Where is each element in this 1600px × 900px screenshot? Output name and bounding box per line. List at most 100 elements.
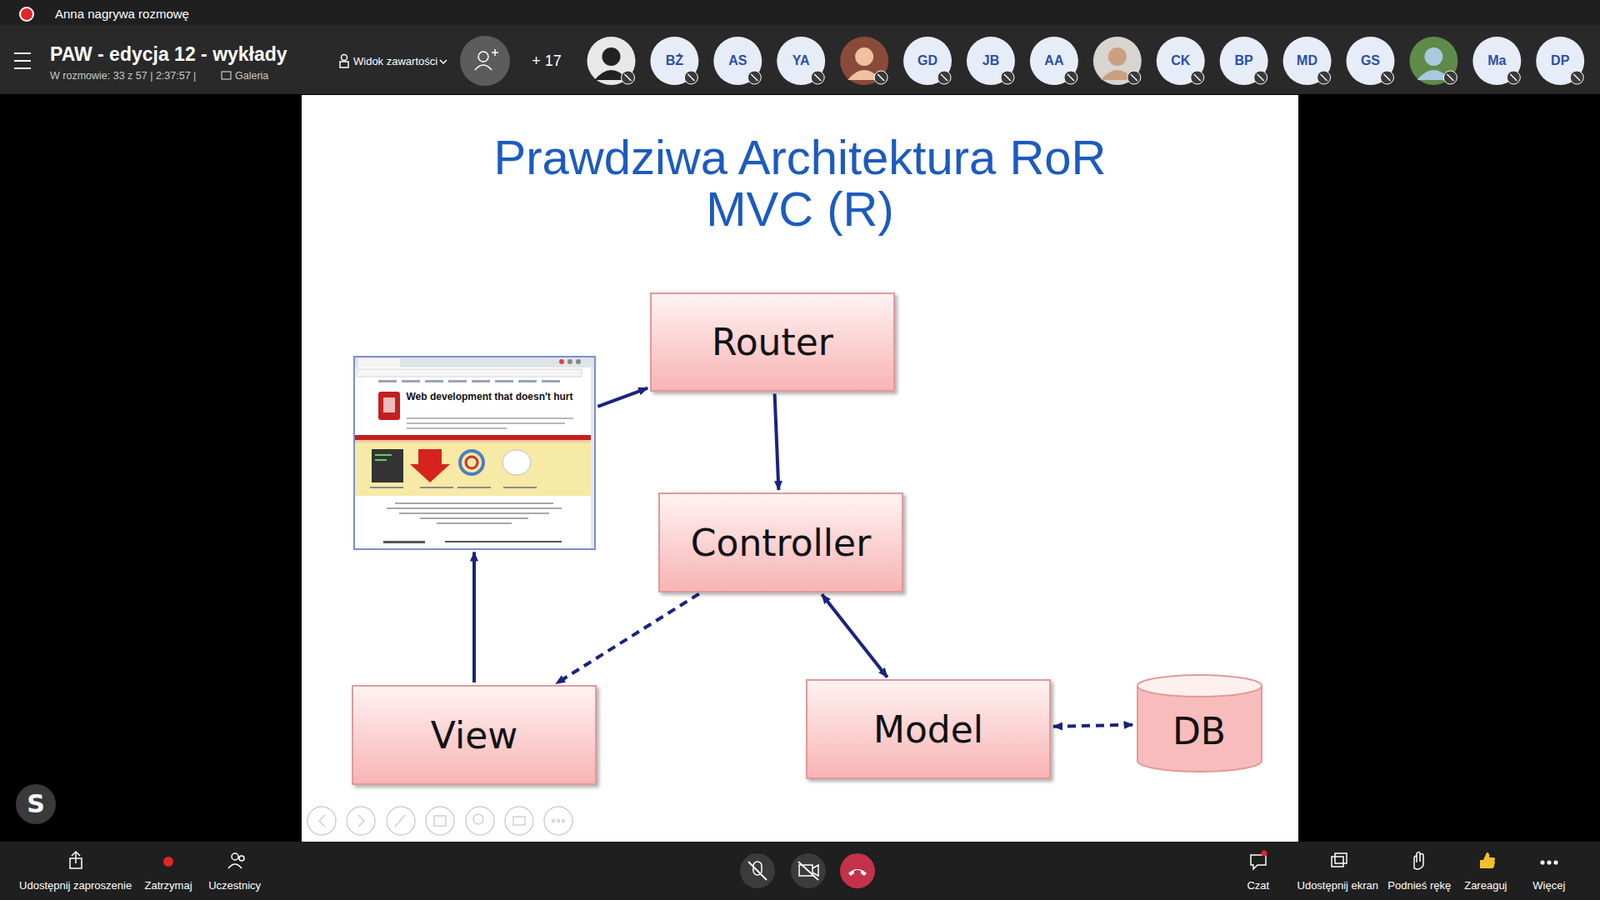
recording-notice: Anna nagrywa rozmowę [55,6,190,22]
bottom-icons [228,864,242,869]
slide-toolbar [473,814,484,825]
participant-avatars [1030,36,1079,85]
browser-screenshot [356,369,582,377]
avatar-initials: BP [1235,52,1254,69]
participant-avatars [620,70,635,85]
record-dot [19,6,35,22]
browser-screenshot [353,440,591,443]
browser-screenshot [448,380,467,383]
browser-screenshot [420,517,529,520]
browser-window: Web development that doesn't hurt [353,355,596,550]
browser-screenshot [353,442,591,496]
slide-toolbar [562,820,565,823]
slide-toolbar [434,815,446,826]
participant-avatars [747,70,761,85]
view-icon [340,55,447,69]
meeting-title: PAW - edycja 12 - wykłady [50,43,288,67]
participant-avatars [1156,36,1205,85]
browser-screenshot [406,417,574,430]
participant-avatars [1254,70,1268,85]
slide-toolbar [505,806,534,835]
avatar-initials: CK [1170,52,1190,69]
participant-avatars [1409,36,1458,85]
call-controls [790,853,826,889]
toolbar-button-label: Zatrzymaj [145,879,193,893]
browser-screenshot [559,359,565,365]
controller-box: Controller [658,492,904,593]
bottom-icons [1414,852,1424,870]
avatar-initials: BŻ [665,52,684,69]
participant-avatars [1257,74,1265,81]
participant-avatars [1345,36,1395,85]
slide-toolbar [346,806,375,835]
browser-screenshot [436,522,512,525]
slide-toolbar [307,806,573,835]
browser-screenshot [502,450,531,475]
browser-screenshot [575,359,581,365]
node-label: Web development that doesn't hurt [406,390,574,403]
browser-screenshot [353,355,596,550]
browser-screenshot [370,486,537,489]
browser-screenshot [395,502,554,505]
slide-toolbar [386,806,415,835]
add-person-button [475,65,492,70]
view-menu: Widok zawartości [353,55,438,69]
bottom-icons [239,855,245,861]
gallery-icon [221,71,231,80]
bottom-icons [231,853,239,860]
bottom-icons [1250,855,1266,870]
participant-avatars [1506,70,1520,85]
slide-title: Prawdziwa Architektura RoR MVC (R) [458,131,1142,235]
node-label: DB [1172,710,1226,753]
connector-arrow [775,393,780,490]
browser-screenshot [495,380,514,383]
menu-icon [14,60,31,62]
stage [0,94,1600,842]
participant-avatars [1380,70,1394,85]
participant-avatars [874,70,888,85]
connector-arrow [1053,725,1134,727]
view-icon [340,61,349,68]
toolbar-button-label: Zareaguj [1464,879,1507,893]
call-controls [740,853,875,889]
add-person-button [460,35,510,86]
slide-toolbar [465,806,495,835]
participant-avatars [1194,74,1201,81]
participant-avatars [713,36,762,85]
avatar-initials: MD [1296,52,1318,69]
bottom-icons [71,851,80,864]
participant-avatars [776,36,825,85]
react-icon [1480,852,1495,869]
recording-strip [0,0,1600,25]
app-logo: S [26,789,45,820]
connector-arrow [472,552,476,684]
more-participants: + 17 [531,52,562,71]
browser-screenshot [425,380,444,383]
browser-screenshot [378,380,397,383]
view-mode: Galeria [235,70,269,83]
gallery-icon [221,71,231,80]
slide-toolbar [513,816,525,825]
node-label: Controller [690,521,871,565]
participant-avatars [1130,74,1138,81]
record-dot [20,8,33,20]
toolbar-button-label: Udostępnij zaproszenie [19,879,132,893]
browser-screenshot [457,486,491,489]
slide-toolbar [552,820,555,823]
bottom-bar [0,841,1600,900]
slide-toolbar [358,815,365,827]
view-box: View [351,685,597,785]
slide-toolbar [395,815,405,827]
slide-toolbar [544,806,573,835]
toolbar-button-label: Udostępnij ekran [1297,879,1380,893]
browser-screenshot [471,380,490,383]
database-cylinder: DB [1135,674,1264,774]
participant-avatars [877,74,885,81]
router-box: Router [650,292,895,392]
browser-screenshot [410,449,450,483]
browser-screenshot [567,359,573,365]
participant-avatars [814,74,821,81]
browser-screenshot [401,380,420,383]
participant-avatars [966,36,1015,85]
participant-avatars [750,74,758,81]
